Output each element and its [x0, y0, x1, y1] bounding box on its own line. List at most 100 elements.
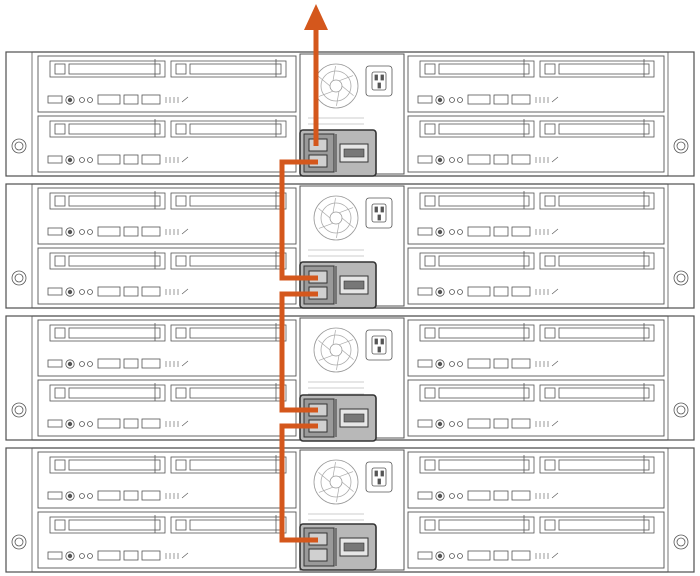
front-ports	[47, 550, 189, 561]
drive-bay	[170, 515, 287, 534]
compute-node	[37, 55, 297, 113]
front-ports	[47, 358, 189, 369]
rack-ear-icon	[5, 51, 33, 177]
front-ports	[417, 286, 559, 297]
compute-node	[407, 511, 665, 569]
drive-bay	[539, 383, 655, 402]
rack-ear-icon	[667, 447, 695, 573]
rack-ear-icon	[5, 315, 33, 441]
fan-icon	[313, 459, 359, 505]
power-button-icon	[65, 419, 75, 429]
front-ports	[47, 418, 189, 429]
power-button-icon	[65, 287, 75, 297]
drive-bay	[170, 323, 287, 342]
compute-node	[37, 511, 297, 569]
power-button-icon	[435, 95, 445, 105]
compute-node	[407, 379, 665, 437]
power-supply-icon	[365, 65, 393, 97]
management-module-icon	[299, 394, 377, 442]
front-ports	[47, 226, 189, 237]
power-button-icon	[435, 551, 445, 561]
drive-bay	[49, 59, 166, 78]
power-supply-icon	[365, 461, 393, 493]
front-ports	[417, 154, 559, 165]
drive-bay	[539, 515, 655, 534]
management-module-icon	[299, 261, 377, 309]
compute-node	[407, 451, 665, 509]
daisy-chain-cable	[279, 423, 318, 543]
front-ports	[47, 490, 189, 501]
power-button-icon	[435, 419, 445, 429]
drive-bay	[419, 119, 535, 138]
management-module-icon	[299, 129, 377, 177]
compute-node	[37, 115, 297, 173]
drive-bay	[170, 455, 287, 474]
drive-bay	[49, 119, 166, 138]
rack-ear-icon	[667, 315, 695, 441]
rack-ear-icon	[5, 447, 33, 573]
drive-bay	[539, 251, 655, 270]
management-module-icon	[299, 523, 377, 571]
power-supply-icon	[365, 329, 393, 361]
power-button-icon	[65, 359, 75, 369]
drive-bay	[419, 383, 535, 402]
drive-bay	[49, 455, 166, 474]
drive-bay	[539, 119, 655, 138]
drive-bay	[419, 515, 535, 534]
fan-icon	[313, 63, 359, 109]
power-button-icon	[435, 287, 445, 297]
power-button-icon	[65, 551, 75, 561]
fan-icon	[313, 195, 359, 241]
drive-bay	[49, 251, 166, 270]
drive-bay	[49, 191, 166, 210]
power-button-icon	[65, 491, 75, 501]
drive-bay	[419, 323, 535, 342]
front-ports	[47, 154, 189, 165]
drive-bay	[419, 191, 535, 210]
compute-node	[407, 187, 665, 245]
daisy-chain-cable	[279, 159, 318, 281]
compute-node	[407, 55, 665, 113]
compute-node	[37, 451, 297, 509]
chassis	[5, 183, 695, 309]
drive-bay	[539, 323, 655, 342]
drive-bay	[49, 383, 166, 402]
compute-node	[37, 247, 297, 305]
drive-bay	[539, 455, 655, 474]
fan-icon	[313, 327, 359, 373]
front-ports	[417, 94, 559, 105]
drive-bay	[170, 59, 287, 78]
front-ports	[47, 94, 189, 105]
drive-bay	[49, 515, 166, 534]
power-button-icon	[435, 227, 445, 237]
drive-bay	[170, 119, 287, 138]
daisy-chain-cable	[279, 291, 318, 413]
front-ports	[417, 226, 559, 237]
rack-ear-icon	[667, 51, 695, 177]
front-ports	[417, 490, 559, 501]
front-ports	[417, 550, 559, 561]
power-button-icon	[65, 155, 75, 165]
drive-bay	[419, 59, 535, 78]
drive-bay	[419, 455, 535, 474]
arrow-up-icon	[304, 4, 328, 30]
drive-bay	[170, 383, 287, 402]
compute-node	[407, 247, 665, 305]
compute-node	[37, 319, 297, 377]
drive-bay	[419, 251, 535, 270]
power-button-icon	[435, 155, 445, 165]
power-button-icon	[435, 359, 445, 369]
network-cable	[279, 4, 328, 543]
power-button-icon	[65, 95, 75, 105]
power-button-icon	[65, 227, 75, 237]
power-supply-icon	[365, 197, 393, 229]
drive-bay	[170, 191, 287, 210]
rack-ear-icon	[667, 183, 695, 309]
compute-node	[407, 115, 665, 173]
front-ports	[417, 358, 559, 369]
compute-node	[407, 319, 665, 377]
drive-bay	[539, 59, 655, 78]
drive-bay	[49, 323, 166, 342]
